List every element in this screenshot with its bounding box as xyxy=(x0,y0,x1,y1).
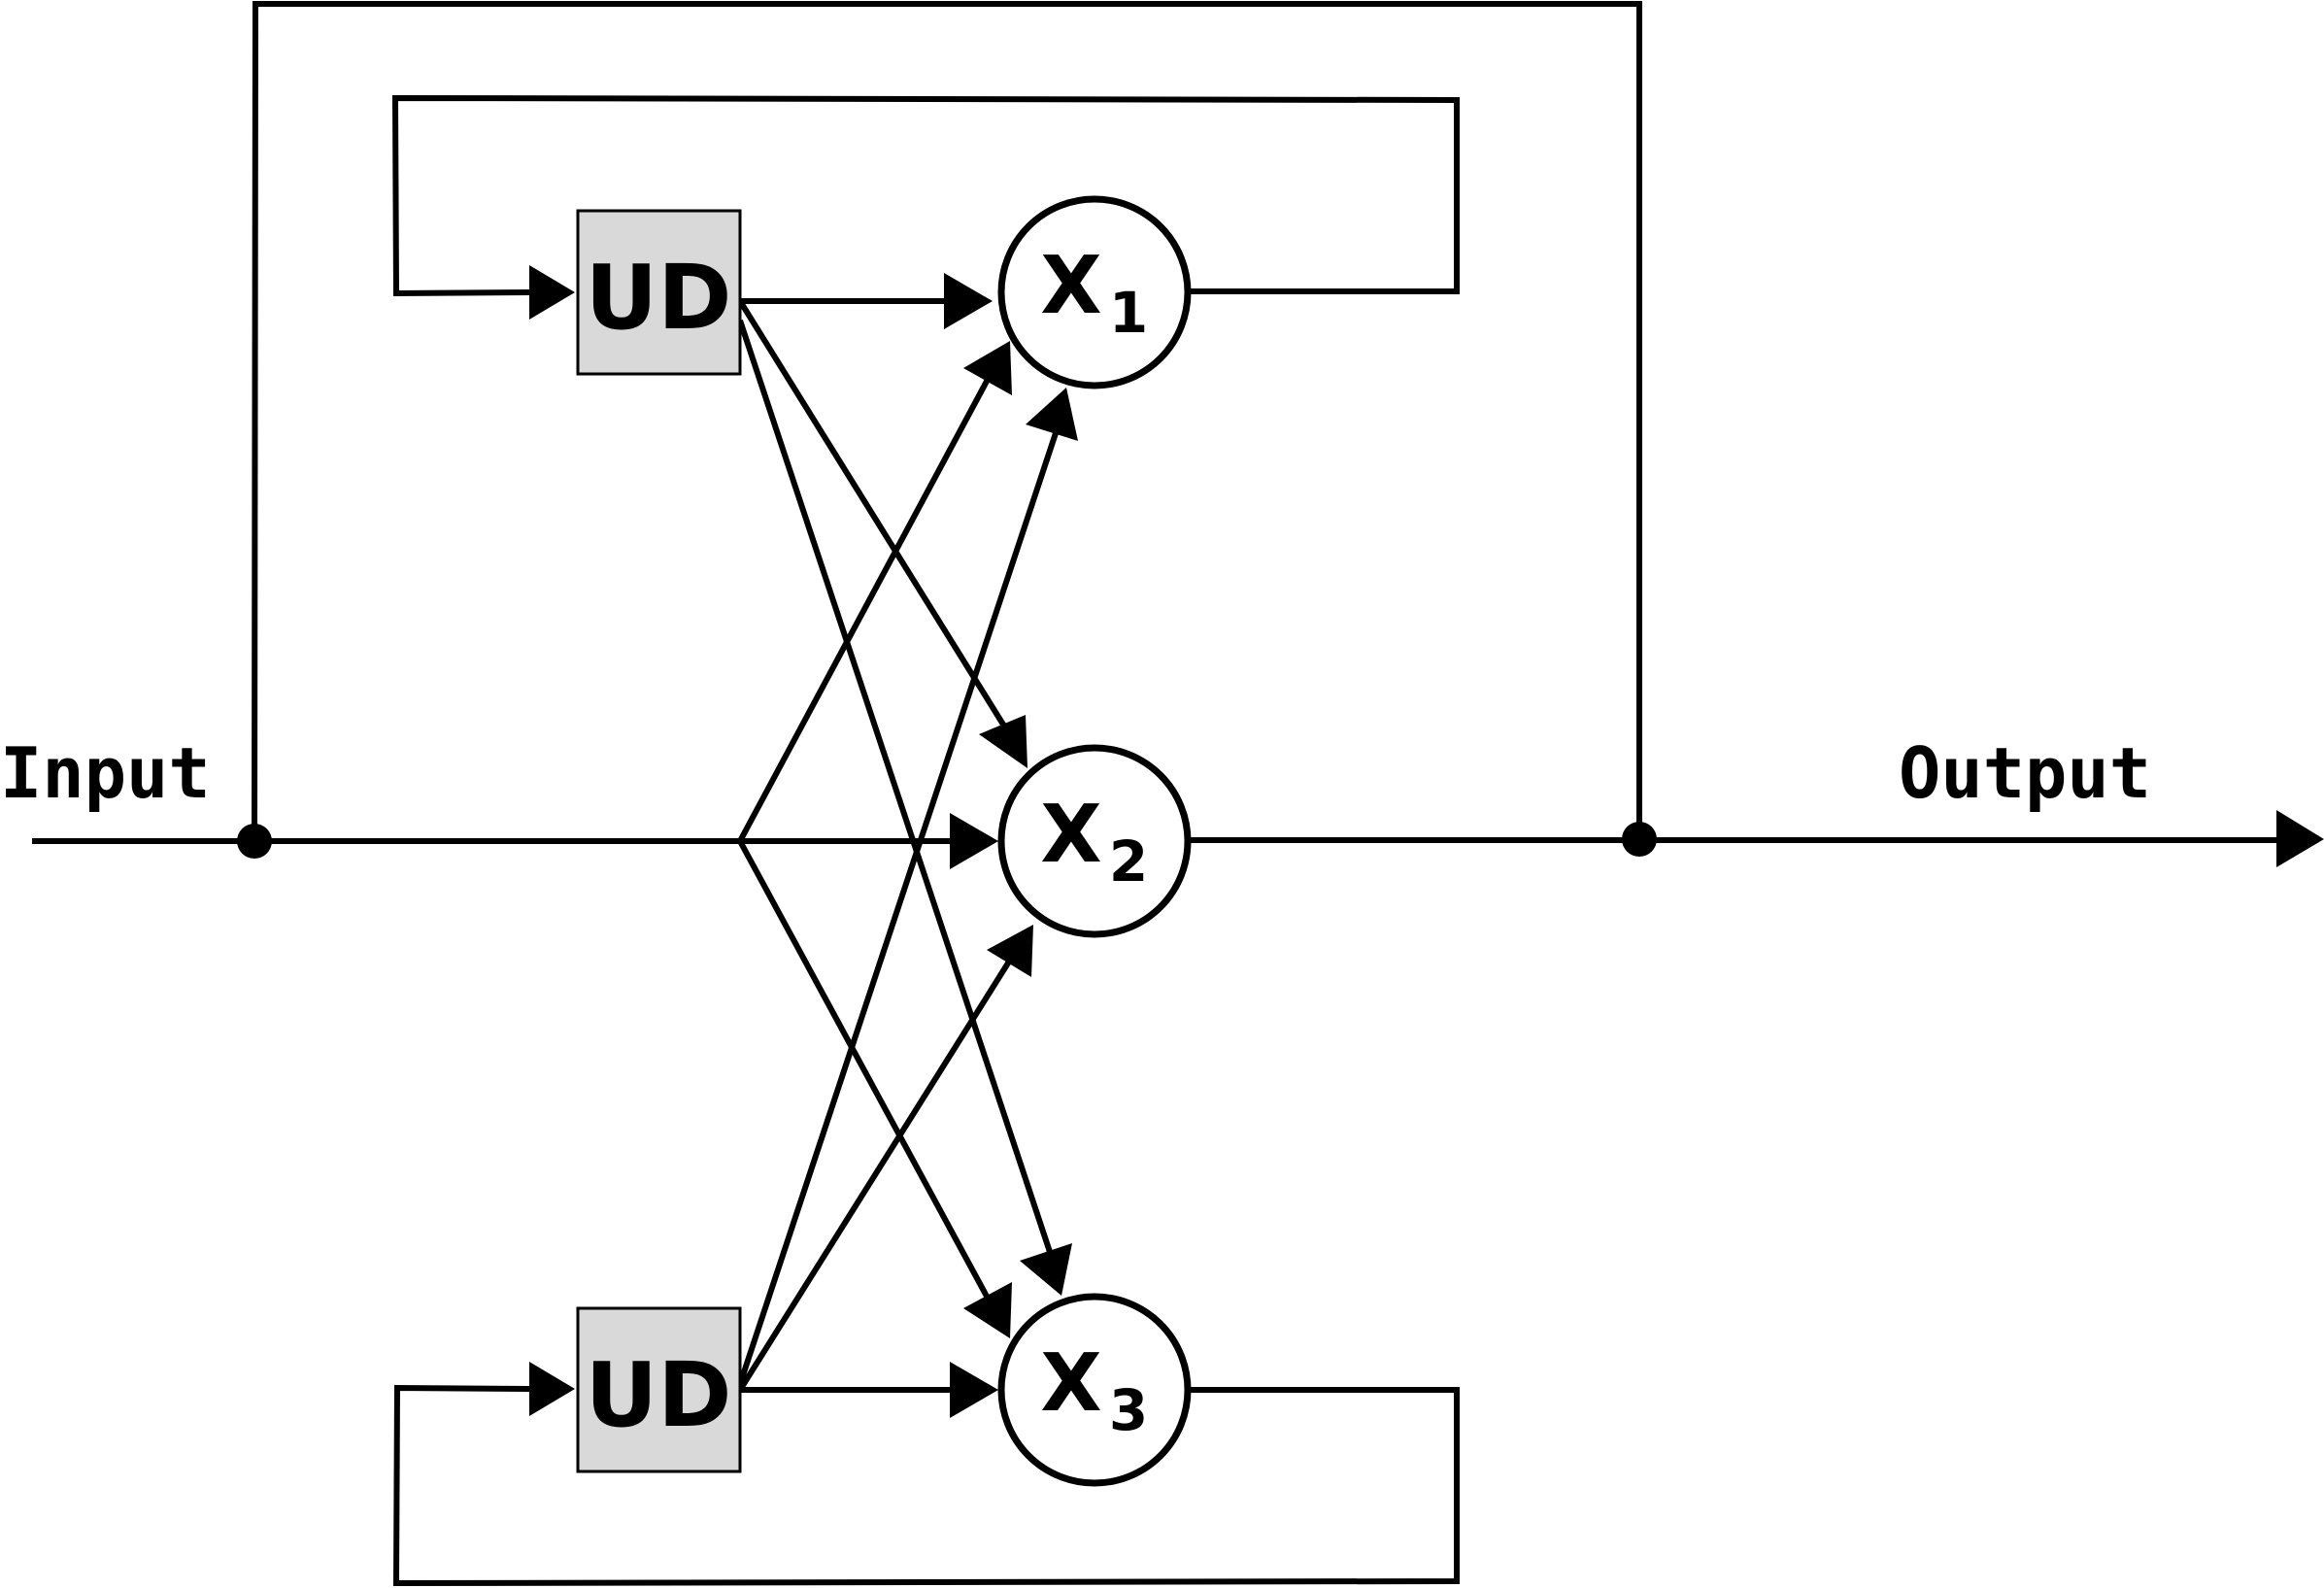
input-junction-dot xyxy=(237,824,272,859)
ud-top-feedback-wire xyxy=(391,94,1460,297)
ud-bottom-to-x1-arrowhead xyxy=(1026,388,1078,441)
ud-top-to-x3-arrowhead xyxy=(1020,1243,1072,1296)
node-x2: X 2 xyxy=(997,744,1192,938)
output-junction-dot xyxy=(1622,822,1657,857)
ud-top-to-x3-wire xyxy=(737,320,1055,1259)
input-to-x3-wire xyxy=(737,839,994,1305)
ud-bottom-to-x2-arrowhead xyxy=(987,925,1033,977)
ud-bottom-to-x2-wire xyxy=(737,952,1017,1392)
ud-bottom-block: UD xyxy=(576,1306,742,1473)
node-x2-label: X xyxy=(1040,789,1101,881)
ud-bottom-to-x1-wire xyxy=(737,423,1061,1385)
ud-bottom-input-arrowhead xyxy=(529,1362,575,1416)
node-x1: X 1 xyxy=(997,195,1192,389)
output-arrowhead xyxy=(2276,810,2324,867)
node-x3: X 3 xyxy=(997,1293,1192,1487)
outer-feedback-wire xyxy=(252,1,1642,841)
ud-bottom-feedback-wire xyxy=(392,1384,1460,1587)
node-x1-subscript: 1 xyxy=(1109,280,1148,346)
ud-top-block: UD xyxy=(576,209,742,376)
ud-bottom-label: UD xyxy=(585,1343,731,1447)
input-to-x1-wire xyxy=(737,372,994,843)
node-x2-subscript: 2 xyxy=(1109,828,1148,895)
input-to-x1-arrowhead xyxy=(963,341,1012,395)
node-x3-label: X xyxy=(1040,1337,1101,1430)
output-label: Output xyxy=(1899,732,2151,814)
input-to-x3-arrowhead xyxy=(963,1282,1012,1338)
ud-top-to-x2-wire xyxy=(737,299,1011,734)
ud-top-label: UD xyxy=(585,246,731,350)
ud-top-to-x2-arrowhead xyxy=(979,715,1027,768)
x2-input-arrowhead xyxy=(950,813,998,869)
ud-top-input-arrowhead xyxy=(529,265,575,320)
ud-bottom-to-x3-arrowhead xyxy=(950,1362,998,1418)
input-label: Input xyxy=(0,732,211,814)
node-x1-label: X xyxy=(1040,240,1101,332)
node-x3-subscript: 3 xyxy=(1109,1377,1148,1443)
ud-top-to-x1-arrowhead xyxy=(944,273,993,329)
